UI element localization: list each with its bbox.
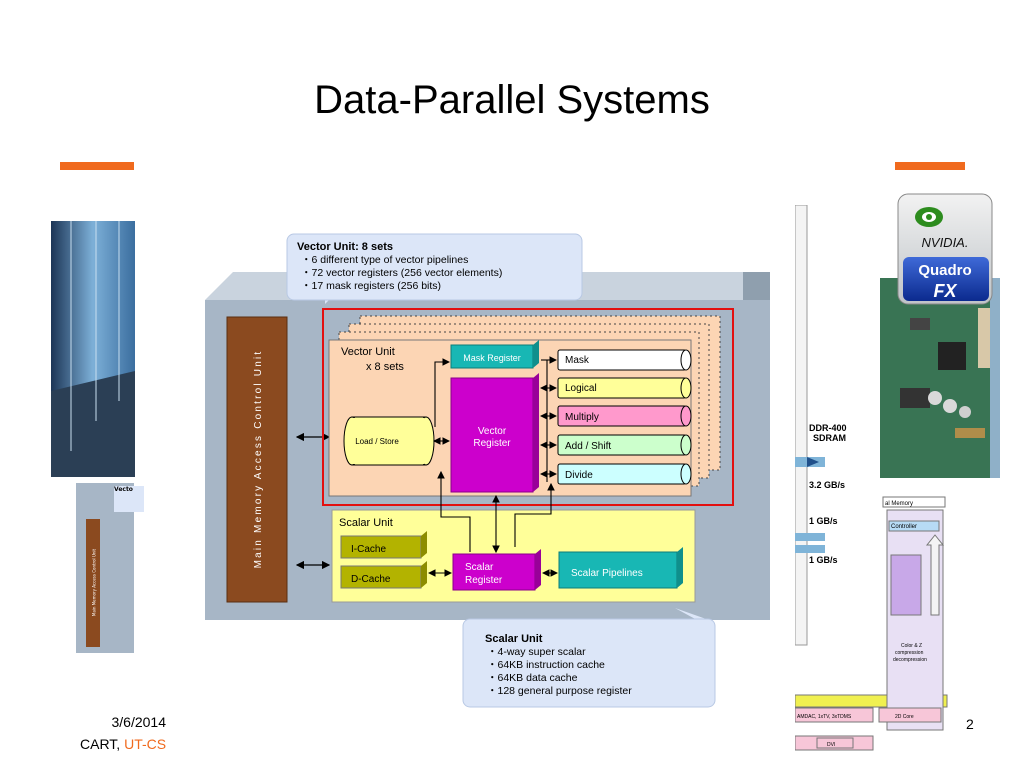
footer-org-highlight: UT-CS bbox=[124, 736, 167, 752]
dvi-label: DVI bbox=[827, 742, 835, 748]
vector-register bbox=[450, 377, 534, 493]
core-2d-label: 2D Core bbox=[895, 714, 914, 720]
slide-title: Data-Parallel Systems bbox=[314, 78, 710, 122]
vector-callout-item-2: ・72 vector registers (256 vector element… bbox=[301, 267, 502, 279]
load-store-unit: Load / Store bbox=[343, 416, 435, 466]
accent-bar-left bbox=[60, 162, 134, 170]
pipeline-add-shift: Add / Shift bbox=[557, 434, 692, 456]
ddr-arrow-icon bbox=[795, 457, 825, 467]
pipeline-mask: Mask bbox=[557, 349, 692, 371]
vector-callout-item-3: ・17 mask registers (256 bits) bbox=[301, 280, 441, 292]
color-z-1: Color & Z bbox=[901, 643, 922, 649]
vector-unit-callout: Vector Unit: 8 sets ・6 different type of… bbox=[286, 233, 583, 304]
main-memory-access-control-unit bbox=[226, 316, 288, 603]
scalar-callout-item-2: ・64KB instruction cache bbox=[487, 659, 605, 671]
nvidia-quadro-logo: NVIDIA. Quadro FX bbox=[897, 193, 993, 305]
scalar-callout-item-1: ・4-way super scalar bbox=[487, 646, 586, 658]
load-store-label: Load / Store bbox=[355, 437, 399, 446]
page-number: 2 bbox=[966, 716, 974, 732]
vector-connectors bbox=[432, 356, 558, 482]
pipeline-add-shift-label: Add / Shift bbox=[565, 441, 611, 452]
scalar-pipelines-label: Scalar Pipelines bbox=[571, 568, 643, 579]
color-z-3: decompression bbox=[893, 657, 927, 663]
footer-org-prefix: CART, bbox=[80, 736, 125, 752]
scalar-connectors bbox=[427, 470, 559, 577]
scalar-register-label-1: Scalar bbox=[465, 562, 494, 573]
gpu-block-chart: DDR-400 SDRAM 3.2 GB/s 1 GB/s 1 GB/s al … bbox=[795, 205, 948, 751]
fx-label: FX bbox=[933, 281, 957, 301]
pipeline-logical-label: Logical bbox=[565, 383, 597, 394]
vector-register-label-1: Vector bbox=[478, 426, 507, 437]
pipeline-multiply-label: Multiply bbox=[565, 412, 599, 423]
footer-date: 3/6/2014 bbox=[111, 714, 167, 730]
supercomputer-photo bbox=[51, 221, 135, 477]
thumbnail-callout: Vecto bbox=[114, 486, 144, 512]
d-cache-label: D-Cache bbox=[351, 574, 391, 585]
scalar-unit-label: Scalar Unit bbox=[339, 517, 393, 529]
accent-bar-right bbox=[895, 162, 965, 170]
pipeline-logical: Logical bbox=[557, 377, 692, 399]
gpu-board-photo bbox=[880, 278, 1000, 478]
cpu-block-diagram: Main Memory Access Control Unit Vector U… bbox=[205, 233, 770, 708]
vector-unit-sets: x 8 sets bbox=[366, 361, 404, 373]
vector-unit-label: Vector Unit bbox=[341, 346, 395, 358]
nvidia-brand: NVIDIA. bbox=[922, 235, 969, 250]
vector-unit-highlight bbox=[322, 308, 734, 506]
diagram-thumbnail: Vecto Main Memory Access Control Unit bbox=[76, 483, 144, 653]
quadro-label: Quadro bbox=[918, 262, 971, 279]
ddr-label-2: SDRAM bbox=[813, 433, 846, 443]
pipeline-divide: Divide bbox=[557, 463, 692, 485]
scalar-register-label-2: Register bbox=[465, 575, 503, 586]
vector-register-label-2: Register bbox=[473, 438, 511, 449]
scalar-register bbox=[452, 553, 536, 591]
pipeline-multiply: Multiply bbox=[557, 405, 692, 427]
controller-label: Controller bbox=[891, 524, 917, 530]
bus-arrow-icon bbox=[795, 533, 825, 553]
scalar-callout-item-3: ・64KB data cache bbox=[487, 672, 578, 684]
vector-callout-item-1: ・6 different type of vector pipelines bbox=[301, 254, 468, 266]
ddr-label-1: DDR-400 bbox=[809, 423, 847, 433]
ramdac-label: AMDAC, 1xTV, 3xTDMS bbox=[797, 714, 852, 720]
bandwidth-1-a: 1 GB/s bbox=[809, 516, 838, 526]
thumbnail-callout-title: Vecto bbox=[114, 486, 133, 493]
scalar-unit-callout: Scalar Unit ・4-way super scalar ・64KB in… bbox=[462, 608, 716, 708]
scalar-pipelines bbox=[558, 551, 678, 589]
mmac-label: Main Memory Access Control Unit bbox=[253, 350, 264, 569]
pipeline-mask-label: Mask bbox=[565, 355, 590, 366]
scalar-callout-title: Scalar Unit bbox=[485, 633, 543, 645]
pipeline-divide-label: Divide bbox=[565, 470, 593, 481]
i-cache-label: I-Cache bbox=[351, 544, 386, 555]
mask-register-label: Mask Register bbox=[463, 353, 521, 363]
vector-callout-title: Vector Unit: 8 sets bbox=[297, 241, 393, 253]
bandwidth-3-2: 3.2 GB/s bbox=[809, 480, 845, 490]
scalar-callout-item-4: ・128 general purpose register bbox=[487, 685, 632, 697]
nvidia-eye-icon bbox=[915, 207, 943, 227]
local-memory: al Memory bbox=[885, 501, 913, 507]
thumbnail-mmac-label: Main Memory Access Control Unit bbox=[91, 548, 97, 617]
color-z-2: compression bbox=[895, 650, 924, 656]
bandwidth-1-b: 1 GB/s bbox=[809, 555, 838, 565]
thumbnail-mmac: Main Memory Access Control Unit bbox=[86, 519, 100, 647]
footer-org: CART, UT-CS bbox=[80, 736, 200, 752]
